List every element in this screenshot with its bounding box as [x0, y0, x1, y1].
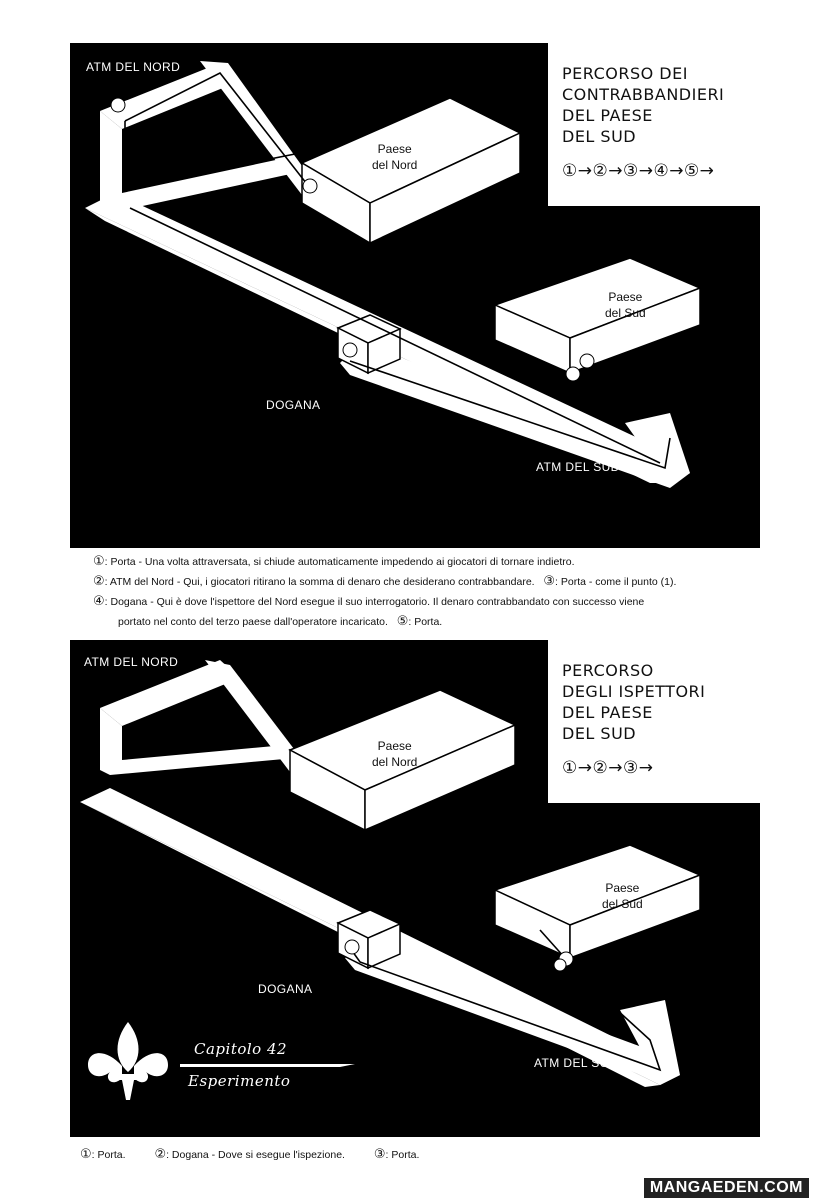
- corridor-left: [100, 111, 295, 213]
- legend-item: ③: Porta.: [373, 1147, 420, 1162]
- route-markers: [344, 939, 574, 972]
- legend-row: ②: ATM del Nord - Qui, i giocatori ritir…: [93, 572, 793, 592]
- route-markers: [110, 97, 595, 382]
- legend-number: ②: [93, 574, 105, 589]
- label-line: del Nord: [372, 755, 418, 769]
- label-line: Paese: [608, 290, 643, 304]
- route-title-line: CONTRABBANDIERI: [562, 85, 725, 104]
- legend-row: ①: Porta - Una volta attraversata, si ch…: [93, 552, 793, 572]
- route-title-line: DEL SUD: [562, 724, 637, 743]
- building-south-front: [569, 286, 701, 375]
- legend-number: ④: [93, 594, 105, 609]
- route-segment-3: [129, 207, 661, 464]
- legend-text: : Porta.: [385, 1149, 420, 1161]
- route-title-line: DEL PAESE: [562, 703, 653, 722]
- label-paese-nord: Paese del Nord: [372, 738, 417, 770]
- route-path: [124, 71, 671, 470]
- legend-row: portato nel conto del terzo paese dall'o…: [93, 612, 793, 632]
- route-segment-4: [349, 360, 671, 470]
- legend-text: : Dogana - Qui è dove l'ispettore del No…: [104, 596, 645, 608]
- smugglers-legend: ①: Porta - Una volta attraversata, si ch…: [93, 552, 793, 632]
- corridor-south-bend: [625, 413, 690, 483]
- label-atm-sud: ATM DEL SUD: [534, 1056, 618, 1070]
- route-title-line: DEL SUD: [562, 127, 637, 146]
- legend-text: : Porta - Una volta attraversata, si chi…: [104, 556, 575, 568]
- label-paese-sud: Paese del Sud: [605, 289, 646, 321]
- legend-number: ③: [373, 1147, 386, 1162]
- label-line: Paese: [377, 142, 412, 156]
- buildings: [288, 689, 702, 970]
- legend-text: portato nel conto del terzo paese dall'o…: [118, 616, 388, 628]
- route-title-line: DEGLI ISPETTORI: [562, 682, 706, 701]
- chapter-title: Esperimento: [188, 1072, 291, 1090]
- legend-number: ②: [154, 1147, 167, 1162]
- corridor-lower: [340, 343, 690, 488]
- route-title-line: PERCORSO: [562, 661, 654, 680]
- legend-number: ①: [80, 1147, 92, 1162]
- legend-text: : Porta - come il punto (1).: [555, 576, 677, 588]
- route-title-line: DEL PAESE: [562, 106, 653, 125]
- building-south-front: [569, 873, 701, 960]
- watermark: MANGAEDEN.COM: [643, 1178, 809, 1198]
- marker-3: [553, 958, 567, 972]
- building-north-front: [369, 131, 521, 245]
- marker-4: [342, 342, 358, 358]
- label-paese-sud: Paese del Sud: [602, 880, 643, 912]
- route-segment-2: [539, 929, 566, 959]
- corridor-atm-nord-top: [100, 660, 240, 726]
- legend-number: ⑤: [396, 614, 409, 629]
- label-line: Paese: [377, 739, 412, 753]
- marker-5: [565, 366, 581, 382]
- label-paese-nord: Paese del Nord: [372, 141, 417, 173]
- legend-text: : Porta.: [408, 616, 443, 628]
- marker-3: [302, 178, 318, 194]
- buildings: [300, 97, 702, 375]
- label-atm-sud: ATM DEL SUD: [536, 460, 620, 474]
- dogana-front: [367, 922, 401, 970]
- corridor-lower: [345, 945, 670, 1080]
- legend-item: ②: Dogana - Dove si esegue l'ispezione.: [154, 1147, 345, 1162]
- label-line: del Sud: [605, 306, 646, 320]
- legend-text: : Porta.: [91, 1149, 126, 1161]
- route-segment-1: [349, 947, 662, 1072]
- legend-number: ①: [93, 554, 105, 569]
- route-path: [349, 929, 662, 1072]
- label-dogana: DOGANA: [258, 982, 313, 996]
- building-north-front: [364, 723, 516, 832]
- route-segment-1: [124, 71, 311, 189]
- corridor-atm-nord-top: [100, 63, 240, 129]
- route-sequence: ①→②→③→④→⑤→: [562, 161, 715, 181]
- route-sequence: ①→②→③→: [562, 758, 654, 778]
- label-atm-nord: ATM DEL NORD: [86, 60, 181, 74]
- dogana-front: [367, 327, 401, 375]
- legend-text: : Dogana - Dove si esegue l'ispezione.: [166, 1149, 345, 1161]
- marker-1: [579, 353, 595, 369]
- label-line: del Nord: [372, 158, 418, 172]
- route-title-box: PERCORSO DEGLI ISPETTORI DEL PAESE DEL S…: [548, 640, 760, 803]
- marker-2: [110, 97, 126, 113]
- fleur-de-lis-icon: [88, 1022, 355, 1100]
- corridor-diagonal: [205, 660, 310, 772]
- inspectors-legend: ①: Porta. ②: Dogana - Dove si esegue l'i…: [80, 1147, 445, 1162]
- chapter-number: Capitolo 42: [194, 1040, 288, 1058]
- route-title-box: PERCORSO DEI CONTRABBANDIERI DEL PAESE D…: [548, 43, 760, 206]
- inspectors-route-panel: PERCORSO DEGLI ISPETTORI DEL PAESE DEL S…: [70, 640, 760, 1137]
- legend-item: ①: Porta.: [80, 1147, 126, 1162]
- smugglers-route-map: [85, 61, 702, 488]
- marker-2: [344, 939, 360, 955]
- legend-row: ④: Dogana - Qui è dove l'ispettore del N…: [93, 592, 793, 612]
- legend-number: ③: [543, 574, 556, 589]
- route-title-line: PERCORSO DEI: [562, 64, 688, 83]
- smugglers-route-panel: PERCORSO DEI CONTRABBANDIERI DEL PAESE D…: [70, 43, 760, 548]
- label-dogana: DOGANA: [266, 398, 321, 412]
- label-atm-nord: ATM DEL NORD: [84, 655, 179, 669]
- inspectors-route-map: [80, 660, 702, 1100]
- route-segment-2: [124, 121, 301, 189]
- legend-text: : ATM del Nord - Qui, i giocatori ritira…: [104, 576, 535, 588]
- corridor-left: [100, 708, 295, 775]
- label-line: del Sud: [602, 897, 643, 911]
- label-line: Paese: [605, 881, 640, 895]
